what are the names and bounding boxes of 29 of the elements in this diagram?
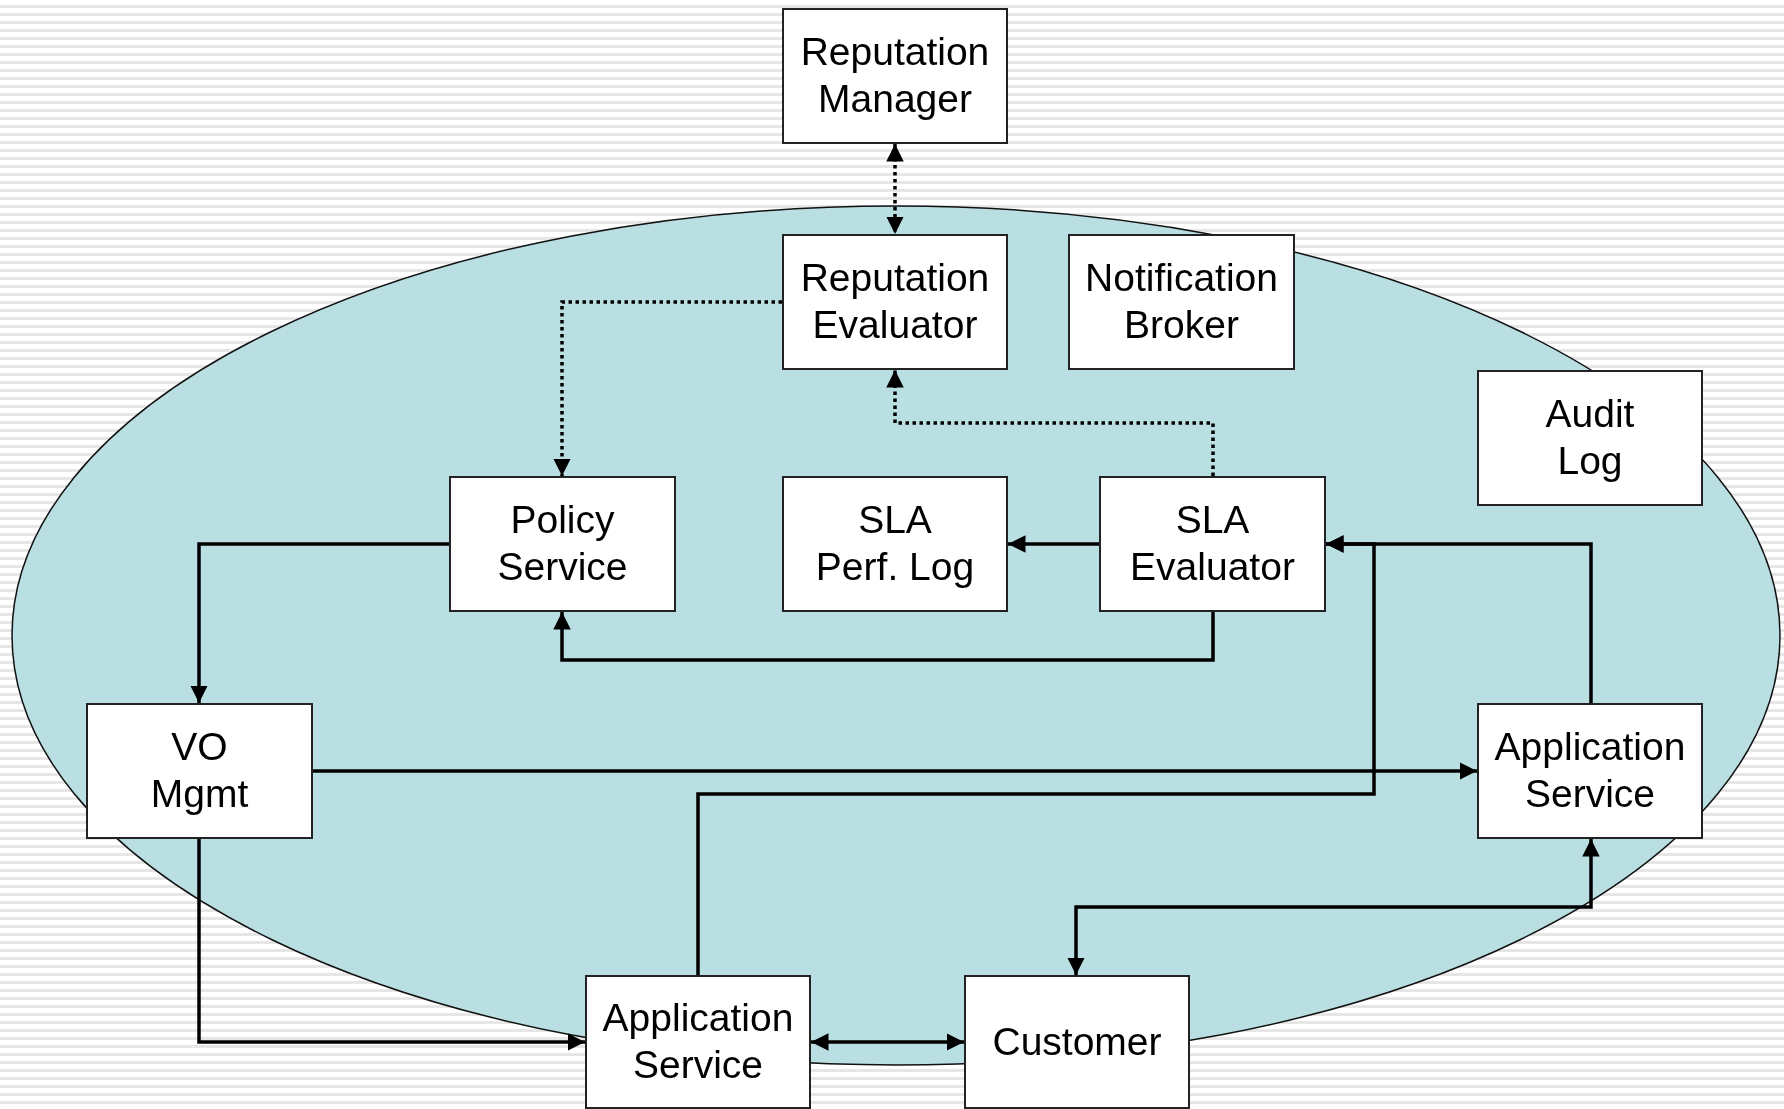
process-box — [964, 975, 1190, 1109]
arrow — [197, 839, 585, 1051]
process-box — [782, 476, 1008, 612]
arrow — [1326, 535, 1593, 703]
arrow — [886, 144, 904, 234]
process-box — [782, 234, 1008, 370]
process-box — [782, 8, 1008, 144]
arrow — [553, 612, 1215, 662]
box-label: Reputation Manager — [799, 29, 991, 122]
box-label: VO Mgmt — [149, 724, 250, 817]
arrow — [886, 370, 1215, 476]
process-box — [449, 476, 676, 612]
box-label: Customer — [992, 1018, 1162, 1065]
arrow — [190, 542, 449, 703]
box-label: Policy Service — [496, 497, 629, 590]
box-label: Audit Log — [1544, 391, 1636, 484]
box-label: Application Service — [601, 995, 795, 1088]
arrow — [313, 762, 1477, 780]
arrow — [1067, 839, 1600, 975]
box-label: Notification Broker — [1084, 255, 1279, 348]
process-box — [1099, 476, 1326, 612]
box-label: SLA Perf. Log — [814, 497, 976, 590]
arrow — [1008, 535, 1099, 553]
arrow — [811, 1033, 964, 1051]
box-label: Reputation Evaluator — [799, 255, 991, 348]
box-label: SLA Evaluator — [1129, 497, 1296, 590]
process-box — [585, 975, 811, 1109]
arrow — [553, 300, 782, 476]
box-label: Application Service — [1493, 724, 1687, 817]
